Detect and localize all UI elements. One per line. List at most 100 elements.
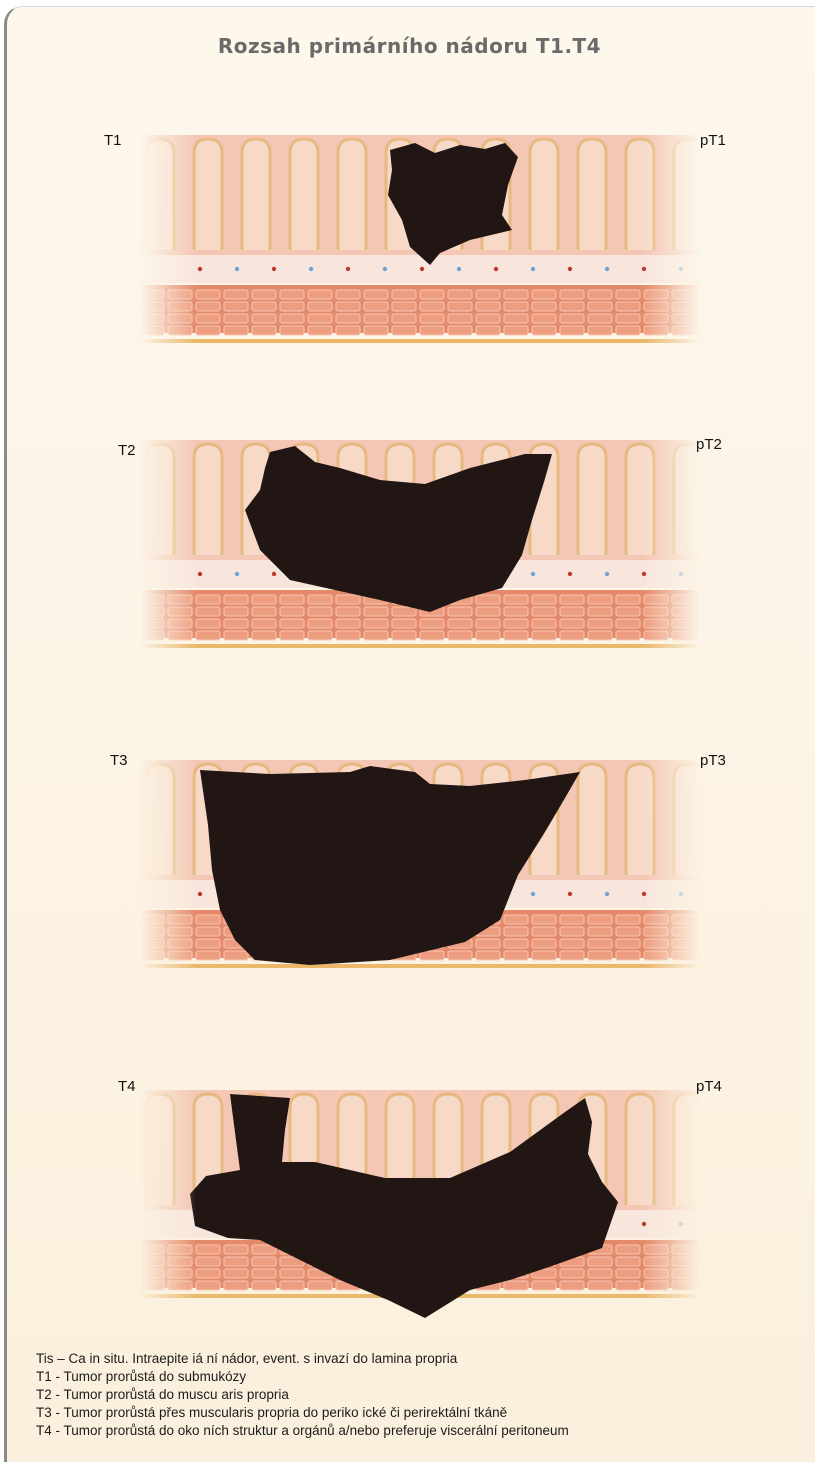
muscle-cell (196, 1257, 220, 1266)
muscle-cell (196, 619, 220, 628)
muscle-cell (252, 302, 276, 311)
villus (626, 764, 654, 875)
muscle-cell (252, 326, 276, 335)
muscle-cell (392, 326, 416, 335)
muscle-cell (224, 1269, 248, 1278)
muscle-cell (140, 631, 164, 640)
muscle-cell (140, 951, 164, 960)
muscle-cell (140, 302, 164, 311)
legend-item-t2: T2 - Tumor prorůstá do muscu aris propri… (36, 1386, 816, 1404)
vessel-dot (642, 572, 646, 576)
vessel-dot (272, 572, 276, 576)
muscle-cell (532, 1281, 556, 1290)
villus (146, 139, 174, 250)
muscle-cell (560, 915, 584, 924)
muscle-cell (644, 607, 668, 616)
muscle-cell (224, 1257, 248, 1266)
vessel-dot (679, 267, 683, 271)
vessel-dot (568, 892, 572, 896)
muscle-cell (168, 1245, 192, 1254)
muscle-cell (140, 607, 164, 616)
muscle-cell (140, 619, 164, 628)
vessel-dot (198, 267, 202, 271)
muscle-cell (476, 631, 500, 640)
muscle-cell (532, 927, 556, 936)
muscle-cell (168, 631, 192, 640)
muscle-cell (168, 1257, 192, 1266)
muscle-cell (252, 314, 276, 323)
stage-label-pt1: pT1 (700, 132, 726, 149)
tissue-section-t3 (140, 760, 700, 990)
muscle-cell (252, 607, 276, 616)
muscle-cell (280, 595, 304, 604)
muscle-cell (364, 607, 388, 616)
muscle-cell (280, 302, 304, 311)
tissue-drawing (140, 440, 700, 670)
muscle-cell (420, 290, 444, 299)
muscle-cell (280, 314, 304, 323)
muscle-cell (280, 326, 304, 335)
vessel-dot (568, 572, 572, 576)
muscle-cell (616, 1257, 640, 1266)
muscle-cell (504, 595, 528, 604)
vessel-dot (642, 1222, 646, 1226)
muscle-cell (560, 595, 584, 604)
muscle-cell (532, 607, 556, 616)
villus (578, 139, 606, 250)
muscle-cell (644, 631, 668, 640)
muscle-cell (168, 927, 192, 936)
muscle-cell (252, 595, 276, 604)
muscle-cell (448, 619, 472, 628)
muscle-cell (392, 314, 416, 323)
vessel-dot (531, 572, 535, 576)
villus (626, 139, 654, 250)
muscle-cell (364, 314, 388, 323)
muscle-cell (616, 951, 640, 960)
muscle-cell (280, 1269, 304, 1278)
muscle-cell (616, 1245, 640, 1254)
muscle-cell (672, 1281, 696, 1290)
stage-label-pt3: pT3 (700, 752, 726, 769)
muscle-cell (532, 595, 556, 604)
muscle-cell (588, 631, 612, 640)
vessel-dot (494, 267, 498, 271)
muscle-cell (504, 314, 528, 323)
muscle-cell (672, 915, 696, 924)
muscle-cell (196, 927, 220, 936)
muscle-cell (252, 1257, 276, 1266)
muscle-cell (308, 631, 332, 640)
muscle-cell (504, 951, 528, 960)
vessel-dot (568, 267, 572, 271)
muscle-cell (644, 951, 668, 960)
muscle-cell (588, 326, 612, 335)
muscle-cell (168, 290, 192, 299)
muscle-cell (616, 314, 640, 323)
muscle-cell (448, 314, 472, 323)
tissue-section-t2 (140, 440, 700, 670)
muscle-cell (280, 290, 304, 299)
muscle-cell (532, 326, 556, 335)
villus (626, 1094, 654, 1205)
muscle-cell (336, 326, 360, 335)
muscle-cell (672, 302, 696, 311)
vessel-dot (642, 267, 646, 271)
muscle-cell (476, 939, 500, 948)
muscle-cell (448, 607, 472, 616)
muscle-cell (532, 314, 556, 323)
muscle-cell (364, 631, 388, 640)
muscle-cell (644, 1245, 668, 1254)
villus (674, 139, 700, 250)
muscle-cell (476, 290, 500, 299)
muscle-cell (140, 939, 164, 948)
muscle-cell (168, 915, 192, 924)
muscle-cell (280, 619, 304, 628)
vessel-dot (457, 267, 461, 271)
serosa-layer (140, 964, 700, 968)
muscle-cell (476, 619, 500, 628)
muscle-cell (252, 631, 276, 640)
muscle-cell (392, 302, 416, 311)
muscle-cell (308, 1281, 332, 1290)
muscle-cell (140, 290, 164, 299)
muscle-cell (588, 302, 612, 311)
muscle-cell (504, 915, 528, 924)
